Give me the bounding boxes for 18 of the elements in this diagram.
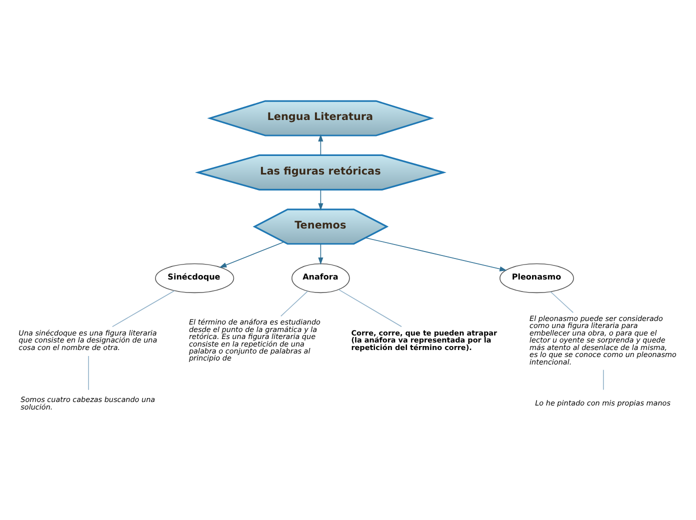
node-text: El pleonasmo puede ser considerado como una figura literaria para embellecer una obra, o para que el lector u oyente se sorprenda y quede más atento al desenlace de la misma, es lo que se conoce como un pleonasmo intencional.	[530, 314, 676, 366]
node-text: El término de anáfora es estudiando desde el punto de la gramática y la retórica. Es una figura literaria que consiste en la repetición de una palabra o conjunto de palabras al principio de	[188, 318, 320, 363]
arrow	[365, 237, 507, 272]
node-ellipse: Anafora	[292, 263, 350, 294]
connector	[88, 356, 89, 390]
node-text: Corre, corre, que te pueden atrapar (la anáfora va representada por la repetición del término corre).	[351, 328, 498, 352]
arrow	[318, 134, 324, 156]
node-text: Somos cuatro cabezas buscando una solución.	[20, 395, 156, 412]
node-text: Lo he pintado con mis propias manos	[535, 398, 671, 408]
connector	[112, 290, 175, 328]
arrow	[318, 243, 324, 265]
arrow	[219, 242, 284, 268]
connector	[280, 290, 308, 317]
connector	[603, 370, 604, 390]
arrow	[318, 189, 324, 211]
connector	[338, 289, 402, 327]
connector	[550, 291, 574, 313]
node-text: Una sinécdoque es una figura literaria que consiste en la designación de una cosa con el nombre de otra.	[18, 328, 158, 352]
